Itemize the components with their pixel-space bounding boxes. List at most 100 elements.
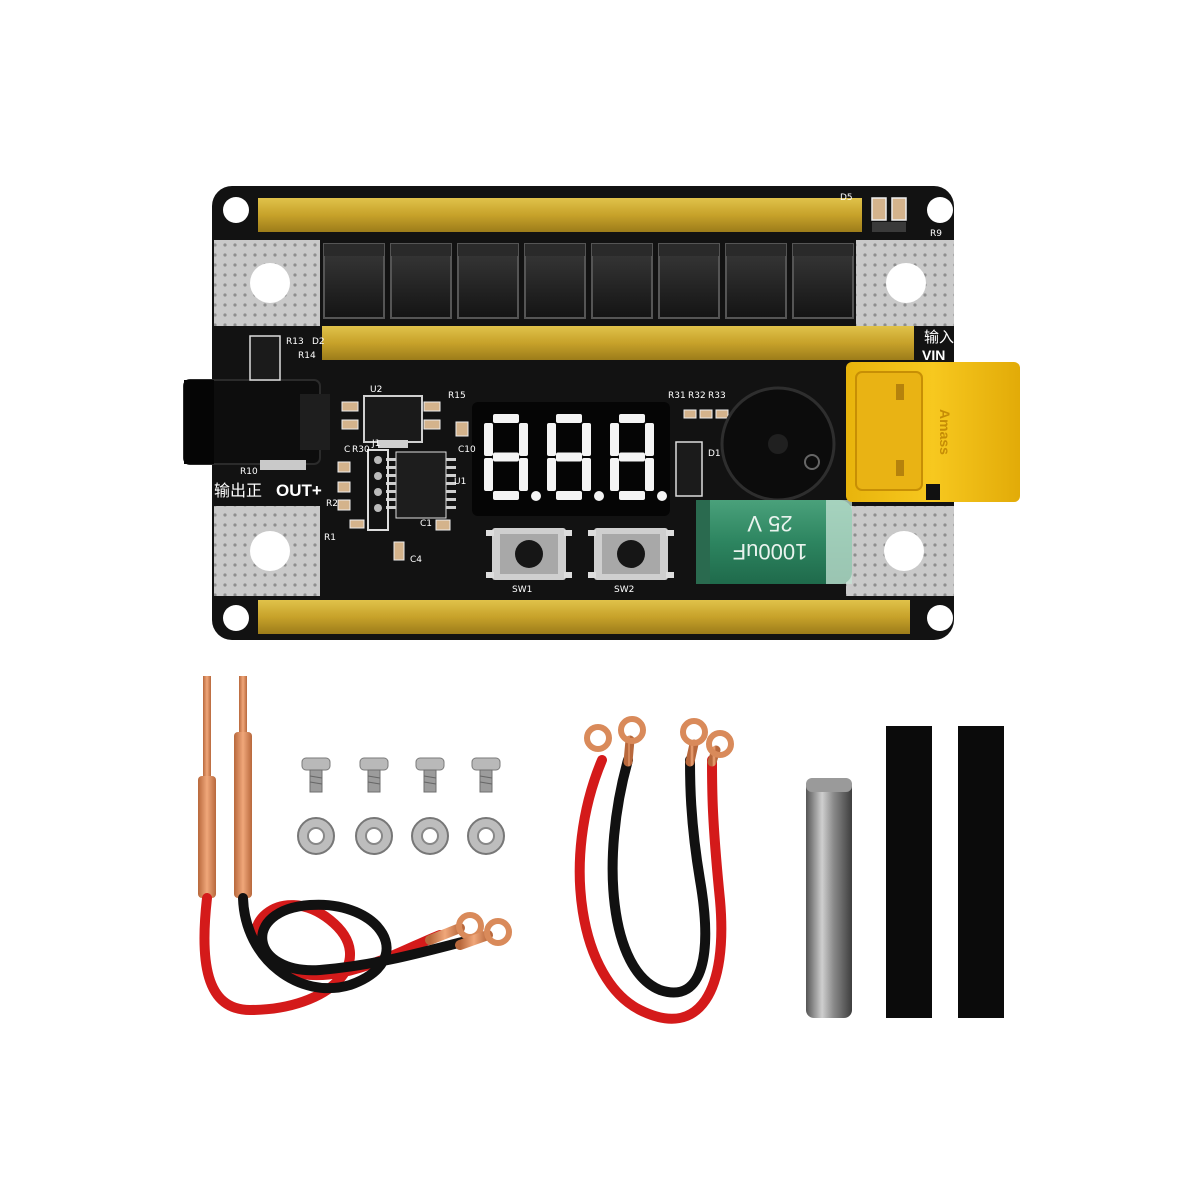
dc-barrel-jack xyxy=(183,379,330,470)
decimal-point xyxy=(657,491,667,501)
display-segment xyxy=(582,423,591,456)
mounting-hardware xyxy=(297,757,505,855)
c-label: C xyxy=(344,445,350,455)
d1-label: D1 xyxy=(708,449,721,459)
mosfet xyxy=(725,243,787,319)
display-segment xyxy=(556,452,582,462)
u1-label: U1 xyxy=(454,477,466,487)
battery-cable-pair xyxy=(574,716,734,1024)
mount-hole xyxy=(223,605,249,631)
nut xyxy=(297,817,335,855)
r32-label: R32 xyxy=(688,391,706,401)
insulation-strip xyxy=(958,726,1004,1018)
decimal-point xyxy=(594,491,604,501)
r14-label: R14 xyxy=(298,351,316,361)
display-segment xyxy=(519,423,528,456)
nickel-strip-roll xyxy=(806,778,852,1018)
display-segment xyxy=(493,414,519,423)
display-segment xyxy=(493,452,519,462)
sw2-button[interactable] xyxy=(588,528,674,580)
display-segment xyxy=(547,458,556,491)
nut xyxy=(355,817,393,855)
c10-label: C10 xyxy=(458,445,476,455)
c4-label: C4 xyxy=(410,555,422,565)
regulator-chip xyxy=(363,395,423,443)
c1-label: C1 xyxy=(420,519,432,529)
mosfet xyxy=(658,243,720,319)
display-segment xyxy=(556,491,582,500)
r13-label: R13 xyxy=(286,337,304,347)
sw2-label: SW2 xyxy=(614,585,634,595)
mosfet xyxy=(524,243,586,319)
display-segment xyxy=(556,414,582,423)
display-segment xyxy=(645,423,654,456)
display-segment xyxy=(619,414,645,423)
decimal-point xyxy=(531,491,541,501)
mount-hole xyxy=(223,197,249,223)
r31-label: R31 xyxy=(668,391,686,401)
d2-label: D2 xyxy=(312,337,325,347)
electrolytic-capacitor: 25 V 1000uF xyxy=(696,500,852,584)
nut xyxy=(467,817,505,855)
gold-bus-bar-bottom xyxy=(258,600,910,634)
connector-brand-label: Amass xyxy=(937,409,953,455)
mosfet xyxy=(792,243,854,319)
input-label-en: VIN xyxy=(922,347,945,363)
display-segment xyxy=(610,458,619,491)
insulation-strip xyxy=(886,726,932,1018)
gold-bus-bar-top xyxy=(258,198,862,232)
d5-label: D5 xyxy=(840,193,853,203)
output-label-cn: 输出正 xyxy=(214,481,262,500)
u2-label: U2 xyxy=(370,385,382,395)
sw1-label: SW1 xyxy=(512,585,532,595)
display-segment xyxy=(484,458,493,491)
output-label-en: OUT+ xyxy=(276,481,322,500)
screw xyxy=(301,757,331,793)
gold-bus-bar-middle xyxy=(322,326,914,360)
mosfet xyxy=(323,243,385,319)
terminal-pad xyxy=(856,240,954,326)
terminal-pad xyxy=(214,240,320,326)
r15-label: R15 xyxy=(448,391,466,401)
mount-hole xyxy=(927,605,953,631)
display-segment xyxy=(645,458,654,491)
mount-hole xyxy=(927,197,953,223)
display-segment xyxy=(619,452,645,462)
input-label-cn: 输入 xyxy=(924,328,954,346)
display-segment xyxy=(610,423,619,456)
welding-pen-leads xyxy=(198,676,512,1016)
display-segment xyxy=(493,491,519,500)
display-segment xyxy=(484,423,493,456)
sw1-button[interactable] xyxy=(486,528,572,580)
screw xyxy=(471,757,501,793)
r10-label: R10 xyxy=(240,467,258,477)
display-segment xyxy=(547,423,556,456)
spot-welder-board: 25 V 1000uF Amass OUT+ 输出正 输入 VIN U2 R15… xyxy=(183,186,1020,640)
r2-label: R2 xyxy=(326,499,338,509)
terminal-pad xyxy=(846,506,954,596)
display-segment xyxy=(519,458,528,491)
r1-label: R1 xyxy=(324,533,336,543)
r9-label: R9 xyxy=(930,229,942,239)
mosfet-row xyxy=(323,243,854,319)
seven-segment-display xyxy=(472,402,670,516)
display-segment xyxy=(619,491,645,500)
terminal-pad xyxy=(214,506,320,596)
capacitor-value-label: 1000uF xyxy=(733,539,808,564)
r30-label: R30 xyxy=(352,445,370,455)
display-segment xyxy=(582,458,591,491)
screw xyxy=(415,757,445,793)
diode xyxy=(675,441,703,497)
nut xyxy=(411,817,449,855)
r33-label: R33 xyxy=(708,391,726,401)
buzzer xyxy=(720,386,836,502)
mosfet xyxy=(457,243,519,319)
xt60-connector: Amass xyxy=(846,362,1020,502)
screw xyxy=(359,757,389,793)
microcontroller-chip xyxy=(386,451,456,519)
mosfet xyxy=(591,243,653,319)
mosfet xyxy=(390,243,452,319)
capacitor-voltage-label: 25 V xyxy=(747,511,793,536)
